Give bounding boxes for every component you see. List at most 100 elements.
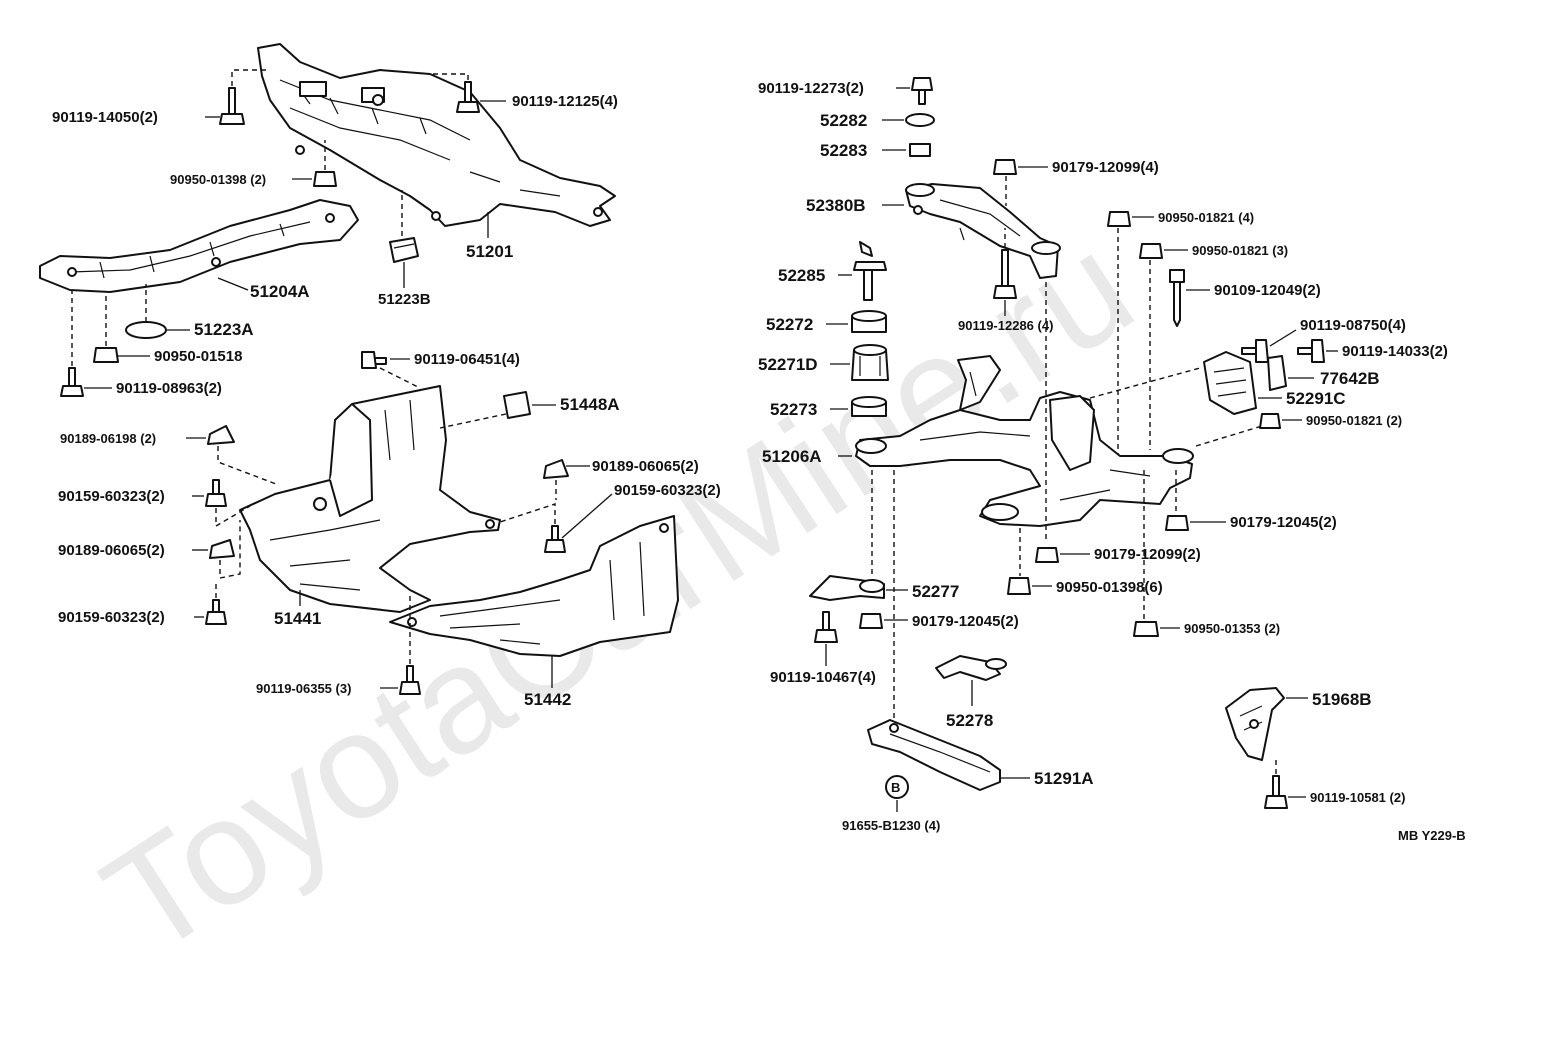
label-90159-60323-r: 90159-60323(2) — [614, 482, 721, 499]
front-brace-51204A — [39, 199, 359, 293]
stud-90109-12049 — [1169, 269, 1185, 327]
label-90179-12045-l: 90179-12045(2) — [912, 613, 1019, 630]
label-90179-12099-4: 90179-12099(4) — [1052, 159, 1159, 176]
label-90119-06355: 90119-06355 (3) — [256, 681, 351, 696]
bolt-90119-14050 — [219, 87, 245, 125]
label-90159-60323-a: 90159-60323(2) — [58, 488, 165, 505]
label-51201: 51201 — [466, 242, 513, 261]
rear-suspension-member-51206A — [855, 355, 1194, 527]
label-90950-01398-2: 90950-01398 (2) — [170, 172, 266, 187]
label-90119-14033: 90119-14033(2) — [1342, 343, 1448, 360]
label-77642B: 77642B — [1320, 369, 1380, 388]
clip-51448A — [503, 391, 531, 419]
label-90159-60323-b: 90159-60323(2) — [58, 609, 165, 626]
bolt-90119-10467 — [814, 611, 838, 643]
bolt-90119-06355 — [399, 665, 421, 695]
label-52273: 52273 — [770, 400, 817, 419]
label-90179-12099-2: 90179-12099(2) — [1094, 546, 1201, 563]
label-51204A: 51204A — [250, 282, 310, 301]
label-90179-12045-r: 90179-12045(2) — [1230, 514, 1337, 531]
stopper-51223B — [389, 237, 419, 263]
grommet-77642B — [1267, 355, 1287, 391]
bolt-90159-60323-lower-left — [205, 599, 227, 625]
bolt-90119-14033 — [1297, 339, 1325, 363]
label-51448A: 51448A — [560, 395, 620, 414]
label-90189-06065-r: 90189-06065(2) — [592, 458, 699, 475]
cushion-51223A — [125, 321, 167, 339]
label-90119-10467: 90119-10467(4) — [770, 669, 876, 686]
label-51442: 51442 — [524, 690, 571, 709]
label-51206A: 51206A — [762, 447, 822, 466]
label-90119-12286: 90119-12286 (4) — [958, 318, 1053, 333]
label-52277: 52277 — [912, 582, 959, 601]
label-90119-14050: 90119-14050(2) — [52, 109, 158, 126]
bolt-90119-10581 — [1264, 775, 1288, 809]
label-90119-08963: 90119-08963(2) — [116, 380, 222, 397]
bracket-52277 — [809, 575, 885, 601]
label-52272: 52272 — [766, 315, 813, 334]
diagram-code: MB Y229-B — [1398, 828, 1466, 843]
reference-marker-B: B — [885, 775, 909, 799]
nut-90189-06065-right — [543, 459, 569, 479]
nut-90950-01398-6 — [1007, 577, 1031, 595]
label-52278: 52278 — [946, 711, 993, 730]
nut-90950-01353 — [1133, 621, 1159, 637]
label-90950-01821-3: 90950-01821 (3) — [1192, 243, 1288, 258]
washer-52282 — [905, 113, 935, 127]
nut-90950-01821-3 — [1139, 243, 1163, 259]
nut-90189-06065-left — [209, 539, 235, 559]
label-90119-10581: 90119-10581 (2) — [1310, 790, 1405, 805]
label-51223B: 51223B — [378, 291, 431, 308]
engine-under-cover-51441 — [239, 385, 501, 613]
label-52285: 52285 — [778, 266, 825, 285]
bolt-90119-12286 — [993, 249, 1017, 299]
nut-90950-01821-4 — [1107, 211, 1131, 227]
nut-90179-12099-lower — [1035, 547, 1059, 563]
cushion-52273 — [851, 396, 887, 417]
label-91655-B1230: 91655-B1230 (4) — [842, 818, 940, 833]
label-90950-01821-4: 90950-01821 (4) — [1158, 210, 1254, 225]
nut-90189-06198 — [207, 425, 235, 445]
collar-52283 — [909, 143, 931, 157]
cushion-52271D — [851, 344, 889, 381]
label-90189-06065-l: 90189-06065(2) — [58, 542, 165, 559]
label-52271D: 52271D — [758, 355, 818, 374]
nut-90179-12045-right — [1165, 515, 1189, 531]
label-90119-12125: 90119-12125(4) — [512, 93, 618, 110]
label-90109-12049: 90109-12049(2) — [1214, 282, 1321, 299]
label-90119-06451: 90119-06451(4) — [414, 351, 520, 368]
brace-51291A — [867, 719, 1001, 791]
label-52291C: 52291C — [1286, 389, 1346, 408]
pin-52285 — [853, 241, 887, 301]
nut-90950-01398 — [313, 171, 337, 187]
bracket-52380B — [905, 183, 1061, 279]
label-51291A: 51291A — [1034, 769, 1094, 788]
bracket-52278 — [935, 655, 1007, 681]
nut-90950-01821-2 — [1259, 413, 1281, 429]
label-52380B: 52380B — [806, 196, 866, 215]
engine-under-cover-51442 — [389, 515, 679, 657]
bolt-90119-08750 — [1241, 339, 1269, 363]
bolt-90119-12273 — [911, 77, 933, 105]
label-51441: 51441 — [274, 609, 321, 628]
label-51223A: 51223A — [194, 320, 254, 339]
label-52283: 52283 — [820, 141, 867, 160]
label-90119-08750: 90119-08750(4) — [1300, 317, 1406, 334]
nut-90179-12045-left — [859, 613, 883, 629]
bracket-52291C — [1203, 351, 1257, 415]
bracket-51968B — [1225, 687, 1285, 761]
nut-90950-01518 — [93, 347, 119, 363]
label-90119-12273: 90119-12273(2) — [758, 80, 864, 97]
bolt-90159-60323-upper-left — [205, 479, 227, 507]
label-51968B: 51968B — [1312, 690, 1372, 709]
svg-text:B: B — [891, 780, 900, 795]
label-90950-01821-2: 90950-01821 (2) — [1306, 413, 1402, 428]
label-52282: 52282 — [820, 111, 867, 130]
label-90950-01518: 90950-01518 — [154, 348, 242, 365]
bolt-90119-08963 — [60, 367, 84, 397]
bolt-90119-06451 — [361, 351, 387, 369]
label-90189-06198: 90189-06198 (2) — [60, 431, 156, 446]
nut-90179-12099-top — [993, 159, 1017, 175]
bolt-90159-60323-right — [544, 525, 566, 553]
